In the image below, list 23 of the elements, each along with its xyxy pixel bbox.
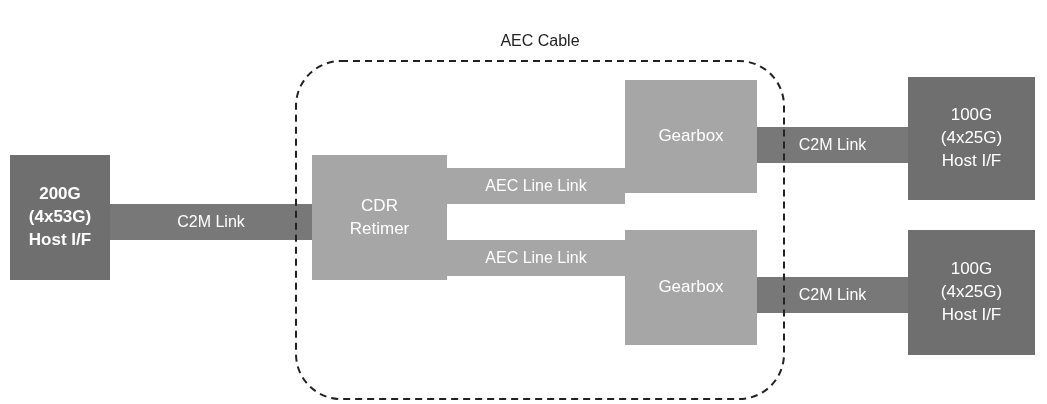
host-interface-box (10, 155, 110, 280)
component-box (625, 230, 757, 345)
component-box (312, 155, 447, 280)
node-label: 200G (4x53G) Host I/F (28, 183, 92, 251)
link-band (757, 277, 908, 313)
link-label: AEC Line Link (485, 249, 587, 267)
link-band (447, 168, 625, 204)
host-interface-box (908, 230, 1035, 355)
node-label: 100G (4x25G) Host I/F (940, 104, 1003, 172)
link-band (447, 240, 625, 276)
link-band (757, 127, 908, 163)
host-interface-box (908, 77, 1035, 200)
group-heading: AEC Cable (500, 32, 580, 49)
link-label: C2M Link (177, 213, 245, 231)
node-label: CDR Retimer (349, 194, 410, 240)
node-label: Gearbox (658, 125, 724, 148)
node-label: Gearbox (658, 276, 724, 299)
component-box (625, 80, 757, 193)
node-label: 100G (4x25G) Host I/F (940, 258, 1003, 326)
link-band (110, 204, 312, 240)
link-label: AEC Line Link (485, 177, 587, 195)
link-label: C2M Link (798, 136, 867, 154)
link-label: C2M Link (798, 286, 867, 304)
